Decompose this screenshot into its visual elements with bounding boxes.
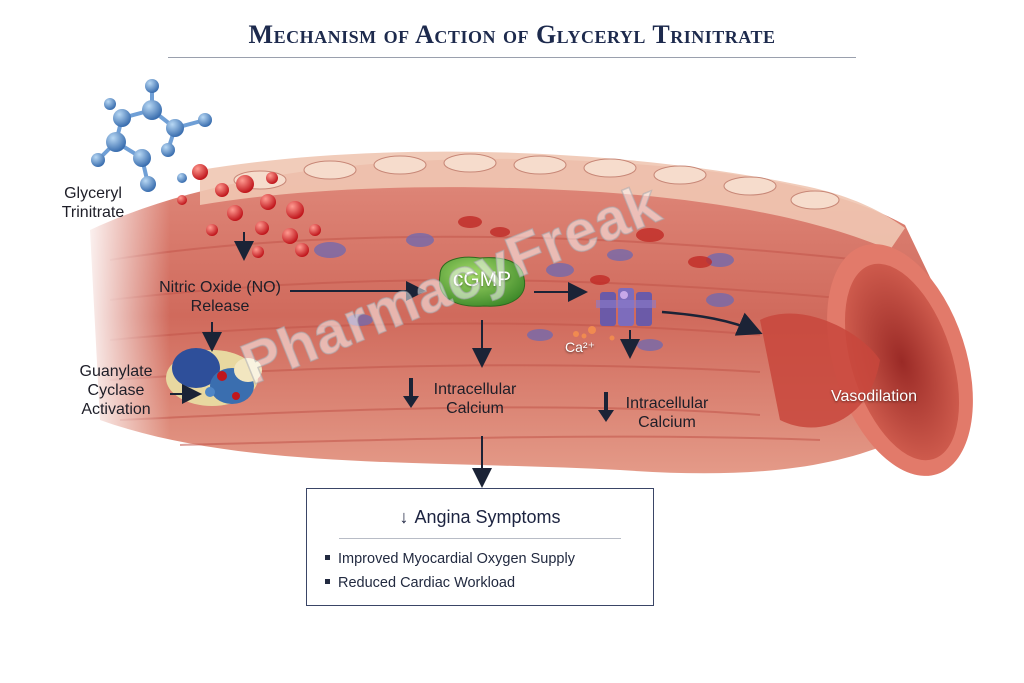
calcium-ions [573,326,615,341]
vessel-opening [760,244,973,476]
bullet-square-icon [325,578,330,584]
blood-cells [458,216,712,285]
label-calcium-ion: Ca²⁺ [565,339,595,355]
pathway-arrows [170,232,763,488]
decrease-arrow-icon: ↓ [399,507,409,527]
label-glyceryl-trinitrate: Glyceryl Trinitrate [61,185,125,221]
label-guanylate-cyclase-activation: Guanylate Cyclase Activation [79,363,153,418]
cgmp-molecule [439,256,526,307]
summary-heading-text: Angina Symptoms [414,507,561,527]
nitric-oxide-particles [177,164,321,258]
calcium-channel [596,288,656,326]
label-cgmp: cGMP [452,268,512,291]
cell-nuclei [314,233,734,351]
bullet-square-icon [325,554,330,560]
glyceryl-trinitrate-molecule [91,79,212,192]
summary-bullet-text: Improved Myocardial Oxygen Supply [338,551,575,567]
summary-divider [339,538,621,539]
label-intracellular-calcium-1: Intracellular Calcium [433,381,517,417]
summary-box: ↓Angina Symptoms Improved Myocardial Oxy… [306,488,654,606]
endothelial-layer [200,151,905,250]
label-intracellular-calcium-2: Intracellular Calcium [625,395,709,431]
title-underline [168,57,856,58]
summary-bullet: Reduced Cardiac Workload [325,575,515,591]
decrease-arrows [403,378,614,422]
summary-bullet-text: Reduced Cardiac Workload [338,575,516,591]
summary-heading: ↓Angina Symptoms [307,507,653,528]
label-nitric-oxide-release: Nitric Oxide (NO) Release [159,279,281,315]
muscle-fibers [109,235,861,446]
label-vasodilation: Vasodilation [831,388,917,405]
diagram-title: Mechanism of Action of Glyceryl Trinitra… [248,20,776,49]
endothelial-cells [233,153,840,210]
vessel-wall [90,158,960,474]
summary-bullet: Improved Myocardial Oxygen Supply [325,551,575,567]
